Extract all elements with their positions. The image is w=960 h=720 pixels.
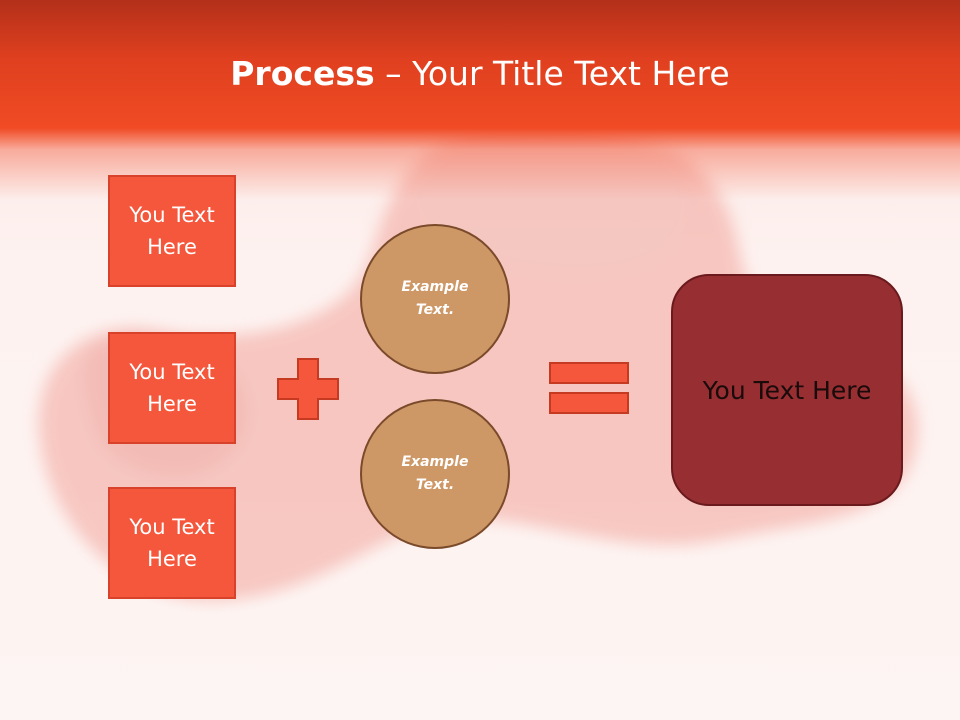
text-box-1-label: You Text Here bbox=[129, 203, 215, 259]
plus-icon bbox=[277, 358, 339, 420]
title-rest-text: – Your Title Text Here bbox=[374, 54, 730, 93]
example-circle-2: Example Text. bbox=[360, 399, 510, 549]
text-box-2-label: You Text Here bbox=[129, 360, 215, 416]
result-box-label: You Text Here bbox=[702, 375, 872, 405]
example-circle-1-label: Example Text. bbox=[401, 279, 469, 318]
text-box-2: You Text Here bbox=[108, 332, 236, 444]
example-circle-2-label: Example Text. bbox=[401, 454, 469, 493]
text-box-1: You Text Here bbox=[108, 175, 236, 287]
example-circle-1: Example Text. bbox=[360, 224, 510, 374]
slide-title: Process – Your Title Text Here bbox=[0, 52, 960, 96]
text-box-3: You Text Here bbox=[108, 487, 236, 599]
title-bold-text: Process bbox=[230, 54, 375, 93]
equals-icon bbox=[549, 362, 629, 414]
title-bar bbox=[0, 0, 960, 200]
text-box-3-label: You Text Here bbox=[129, 515, 215, 571]
result-box: You Text Here bbox=[671, 274, 903, 506]
